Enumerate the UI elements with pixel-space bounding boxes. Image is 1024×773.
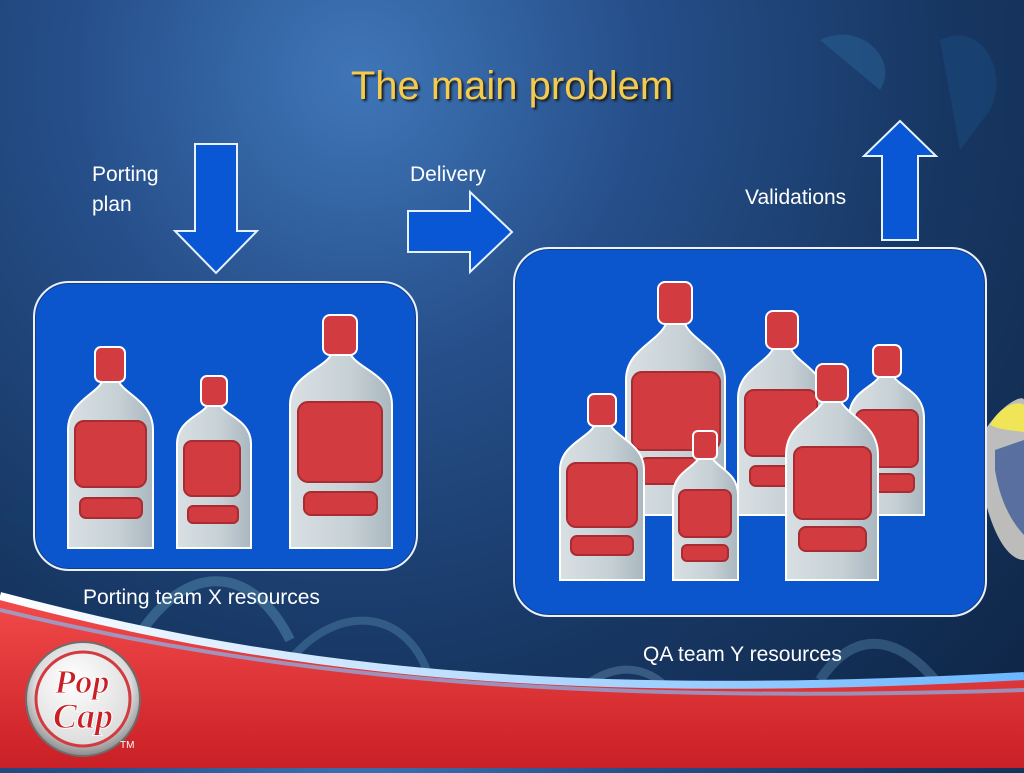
bottle-icon: [785, 363, 879, 581]
bottle-icon: [176, 375, 252, 549]
delivery-label: Delivery: [410, 163, 486, 186]
popcap-logo: Pop Cap: [25, 641, 141, 757]
trademark-symbol: TM: [120, 740, 135, 751]
logo-text-line2: Cap: [53, 696, 113, 736]
validations-label: Validations: [745, 186, 847, 209]
slide-title: The main problem: [350, 64, 674, 108]
bottle-icon: [672, 430, 739, 581]
bottle-icon: [67, 346, 154, 549]
validations-up-arrow: [861, 119, 939, 241]
delivery-right-arrow: [407, 189, 514, 275]
bottle-icon: [289, 314, 393, 549]
qa-team-label: QA team Y resources: [643, 643, 842, 666]
porting-plan-down-arrow: [172, 143, 260, 275]
bottle-icon: [559, 393, 645, 581]
porting-team-label: Porting team X resources: [83, 586, 320, 609]
porting-plan-label: Porting plan: [92, 163, 159, 216]
logo-text-line1: Pop: [54, 664, 110, 701]
